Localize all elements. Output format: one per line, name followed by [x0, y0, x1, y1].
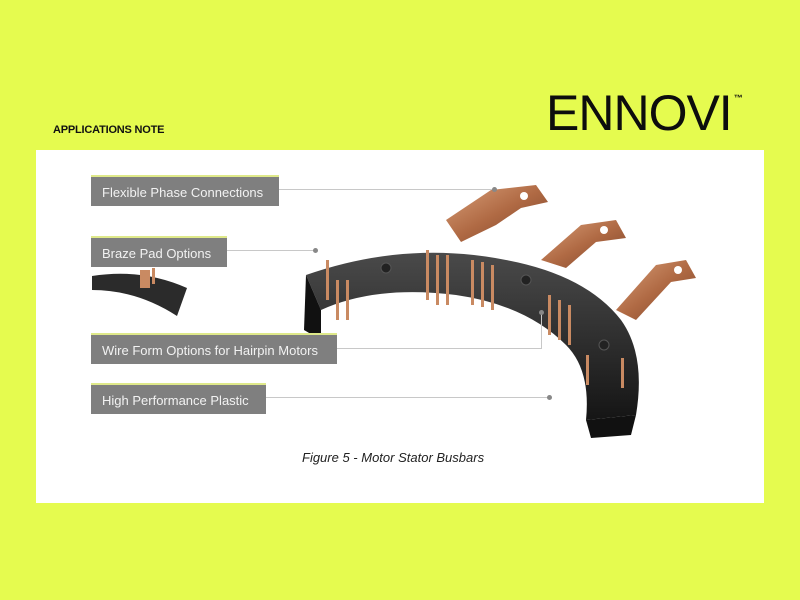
- leader-dot: [492, 187, 497, 192]
- logo-text: ENNOVI: [546, 85, 733, 141]
- figure-panel: Flexible Phase Connections Braze Pad Opt…: [36, 150, 764, 503]
- busbar-assembly-image: [304, 185, 696, 438]
- callout-braze-pad-options: Braze Pad Options: [91, 236, 227, 267]
- leader-line: [337, 348, 542, 349]
- callout-label: Braze Pad Options: [102, 246, 212, 261]
- figure-caption: Figure 5 - Motor Stator Busbars: [302, 450, 485, 465]
- leader-line: [279, 189, 494, 190]
- trademark-symbol: ™: [733, 93, 743, 103]
- callout-label: High Performance Plastic: [102, 393, 249, 408]
- callout-high-performance-plastic: High Performance Plastic: [91, 383, 266, 414]
- braze-pad-thumbnail: [92, 268, 187, 316]
- leader-line: [266, 397, 549, 398]
- leader-dot: [313, 248, 318, 253]
- leader-line: [227, 250, 315, 251]
- callout-label: Flexible Phase Connections: [102, 185, 264, 200]
- leader-dot: [539, 310, 544, 315]
- callout-flexible-phase-connections: Flexible Phase Connections: [91, 175, 279, 206]
- callout-wire-form-options: Wire Form Options for Hairpin Motors: [91, 333, 337, 364]
- leader-dot: [547, 395, 552, 400]
- section-label: APPLICATIONS NOTE: [53, 124, 165, 136]
- callout-label: Wire Form Options for Hairpin Motors: [102, 343, 318, 358]
- leader-line: [541, 312, 542, 348]
